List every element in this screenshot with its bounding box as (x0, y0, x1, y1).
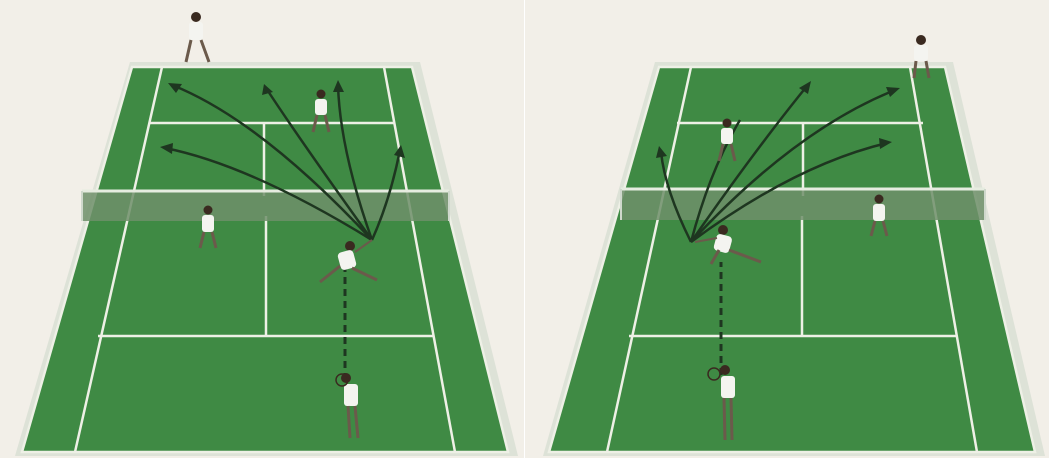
player-far-baseline (186, 12, 209, 62)
right-court-svg (525, 0, 1049, 458)
left-court-panel (0, 0, 524, 458)
net (82, 191, 449, 221)
left-court-svg (0, 0, 524, 458)
right-court-panel (525, 0, 1049, 458)
